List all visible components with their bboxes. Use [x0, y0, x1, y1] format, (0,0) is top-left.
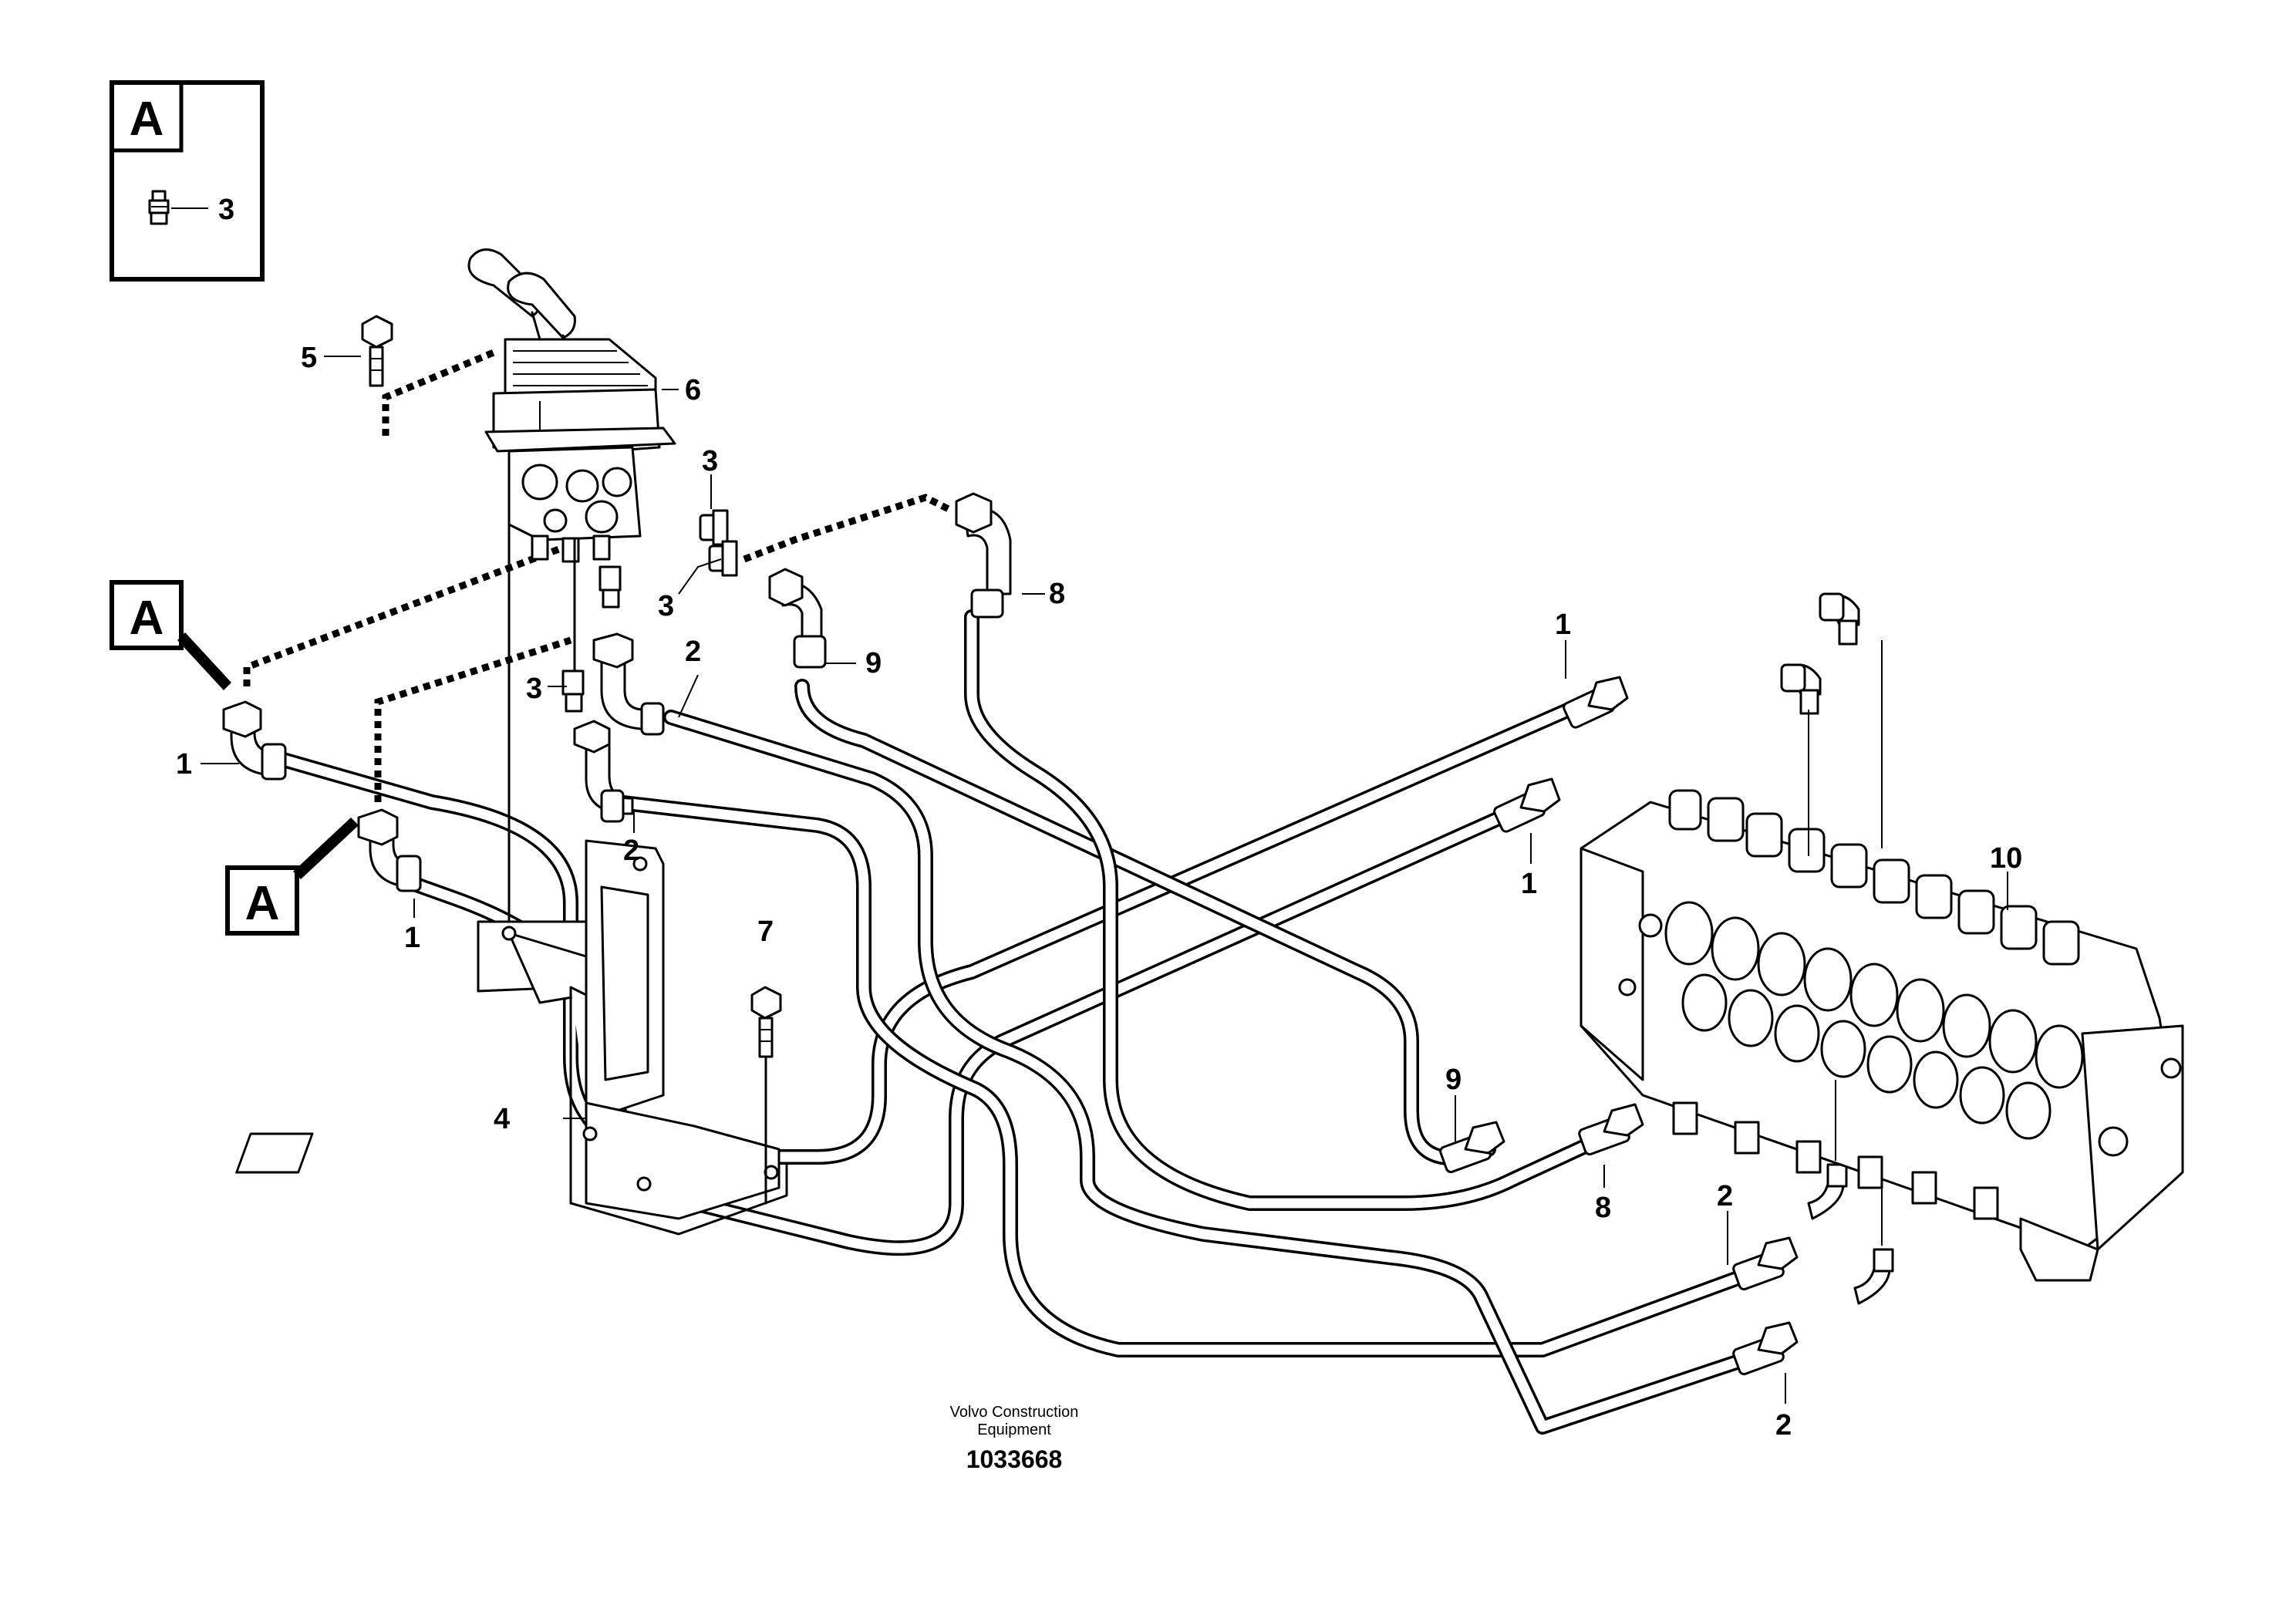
- callout-3-middle: 3: [658, 590, 674, 622]
- callout-2-left: 2: [623, 835, 639, 867]
- callout-7: 7: [757, 916, 774, 948]
- callout-leaders: [201, 356, 2008, 1404]
- callout-6: 6: [685, 374, 701, 406]
- credit-line-1: Volvo Construction: [950, 1404, 1079, 1421]
- callout-4: 4: [494, 1103, 510, 1135]
- detail-box-a: A 3: [110, 80, 265, 282]
- hose-routing: [262, 609, 1782, 1435]
- reference-flag-a-upper: A: [110, 580, 231, 690]
- callout-2-right-upper: 2: [1717, 1180, 1733, 1212]
- adapter-fitting-icon: [148, 190, 170, 225]
- flag-a-label-2: A: [245, 877, 280, 930]
- callout-3-upper: 3: [702, 445, 718, 477]
- callout-3-lower: 3: [526, 673, 542, 705]
- joystick-control-valve: [467, 248, 676, 935]
- callout-1-left: 1: [176, 748, 192, 781]
- solenoid-caps: [1668, 789, 2080, 966]
- bolt-5-icon: [361, 315, 393, 387]
- flag-a-label-1: A: [130, 592, 164, 645]
- mounting-bracket: [235, 839, 788, 1236]
- hose-end-fittings: [222, 492, 1894, 1376]
- callout-1-lower-left: 1: [404, 922, 420, 954]
- callout-2-upper: 2: [685, 636, 701, 668]
- document-number: 1033668: [966, 1445, 1063, 1473]
- callout-3-detail: 3: [218, 194, 234, 226]
- callout-5: 5: [301, 342, 317, 374]
- dashed-assembly-lines: [243, 347, 951, 802]
- callout-9-lower: 9: [1445, 1064, 1462, 1096]
- callout-9-upper: 9: [865, 647, 882, 679]
- valve-spool-sections: [1664, 901, 2084, 1140]
- reference-flag-a-lower: A: [225, 818, 359, 936]
- callout-1-right: 1: [1521, 868, 1537, 900]
- callout-8-lower: 8: [1595, 1192, 1611, 1224]
- callout-2-right-lower: 2: [1775, 1409, 1792, 1442]
- main-control-valve: [1580, 789, 2184, 1282]
- credit-line-2: Equipment: [977, 1421, 1051, 1438]
- lower-port-fittings: [1672, 1101, 1999, 1220]
- callout-numbers: 5 6 3 3 3 8 9 2 1 2 1 7 4 1 1 10 9 8 2 2: [176, 342, 2022, 1442]
- bolt-7-icon: [750, 986, 782, 1205]
- callout-8-upper: 8: [1049, 578, 1065, 610]
- detail-box-title: A: [130, 93, 164, 146]
- callout-1-upper-right: 1: [1555, 609, 1571, 641]
- diagram-footer: Volvo Construction Equipment 1033668: [950, 1404, 1079, 1473]
- callout-10: 10: [1990, 842, 2022, 875]
